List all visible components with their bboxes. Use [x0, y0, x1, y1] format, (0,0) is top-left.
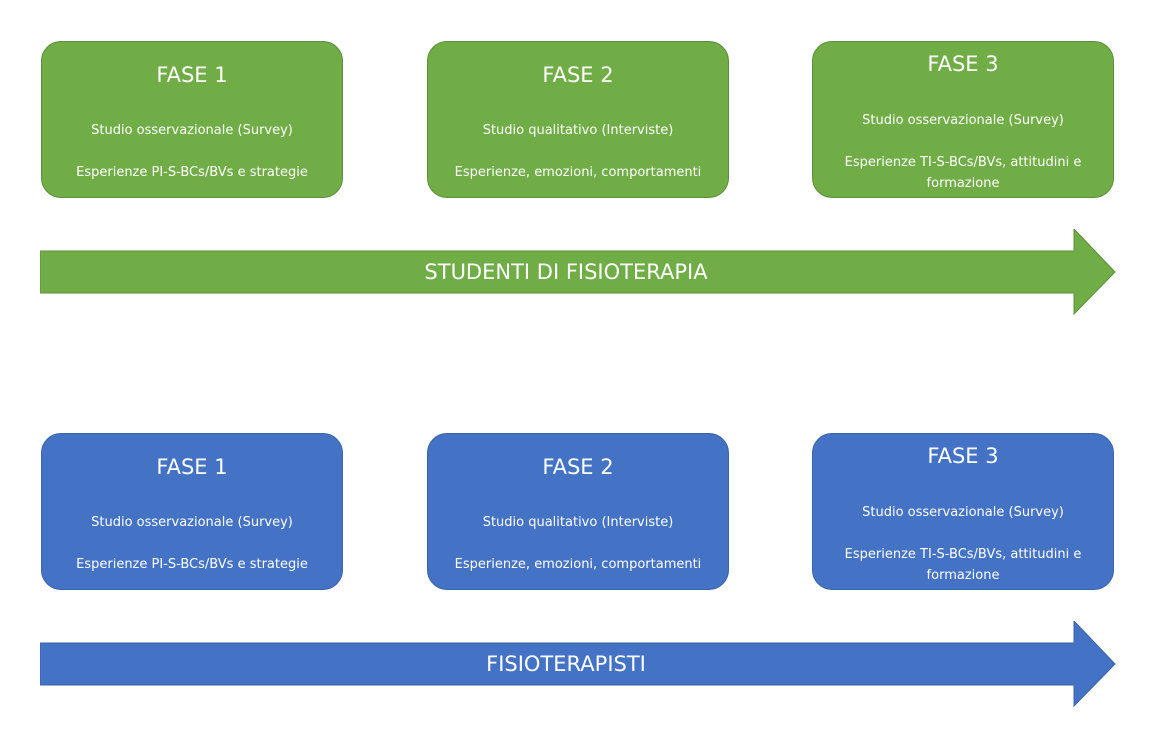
- phase-title: FASE 3: [927, 52, 999, 76]
- phase-title: FASE 2: [542, 455, 614, 479]
- phase-subtitle: Studio osservazionale (Survey): [91, 515, 293, 530]
- phase-2-box: FASE 2 Studio qualitativo (Interviste) E…: [427, 41, 729, 198]
- phase-title: FASE 1: [156, 455, 228, 479]
- phase-subtitle: Studio osservazionale (Survey): [862, 505, 1064, 520]
- phase-3-box: FASE 3 Studio osservazionale (Survey) Es…: [812, 41, 1114, 198]
- phase-title: FASE 1: [156, 63, 228, 87]
- phase-description: Esperienze PI-S-BCs/BVs e strategie: [76, 557, 308, 572]
- phase-subtitle: Studio qualitativo (Interviste): [482, 123, 674, 138]
- phase-1-box: FASE 1 Studio osservazionale (Survey) Es…: [41, 433, 343, 590]
- arrow-shape: [40, 229, 1116, 315]
- students-timeline-arrow: STUDENTI DI FISIOTERAPIA: [40, 229, 1116, 315]
- arrow-label: STUDENTI DI FISIOTERAPIA: [424, 260, 708, 284]
- phase-3-box: FASE 3 Studio osservazionale (Survey) Es…: [812, 433, 1114, 590]
- phase-subtitle: Studio qualitativo (Interviste): [482, 515, 674, 530]
- phase-title: FASE 2: [542, 63, 614, 87]
- phase-description: Esperienze TI-S-BCs/BVs, attitudini e fo…: [844, 155, 1082, 191]
- phase-subtitle: Studio osservazionale (Survey): [862, 113, 1064, 128]
- arrow-label: FISIOTERAPISTI: [486, 652, 646, 676]
- physiotherapists-timeline-arrow: FISIOTERAPISTI: [40, 621, 1116, 707]
- arrow-shape: [40, 621, 1116, 707]
- phase-description: Esperienze PI-S-BCs/BVs e strategie: [76, 165, 308, 180]
- phase-description: Esperienze, emozioni, comportamenti: [454, 165, 702, 180]
- phase-subtitle: Studio osservazionale (Survey): [91, 123, 293, 138]
- phase-1-box: FASE 1 Studio osservazionale (Survey) Es…: [41, 41, 343, 198]
- phase-description: Esperienze, emozioni, comportamenti: [454, 557, 702, 572]
- phase-title: FASE 3: [927, 444, 999, 468]
- phase-2-box: FASE 2 Studio qualitativo (Interviste) E…: [427, 433, 729, 590]
- phase-description: Esperienze TI-S-BCs/BVs, attitudini e fo…: [844, 547, 1082, 583]
